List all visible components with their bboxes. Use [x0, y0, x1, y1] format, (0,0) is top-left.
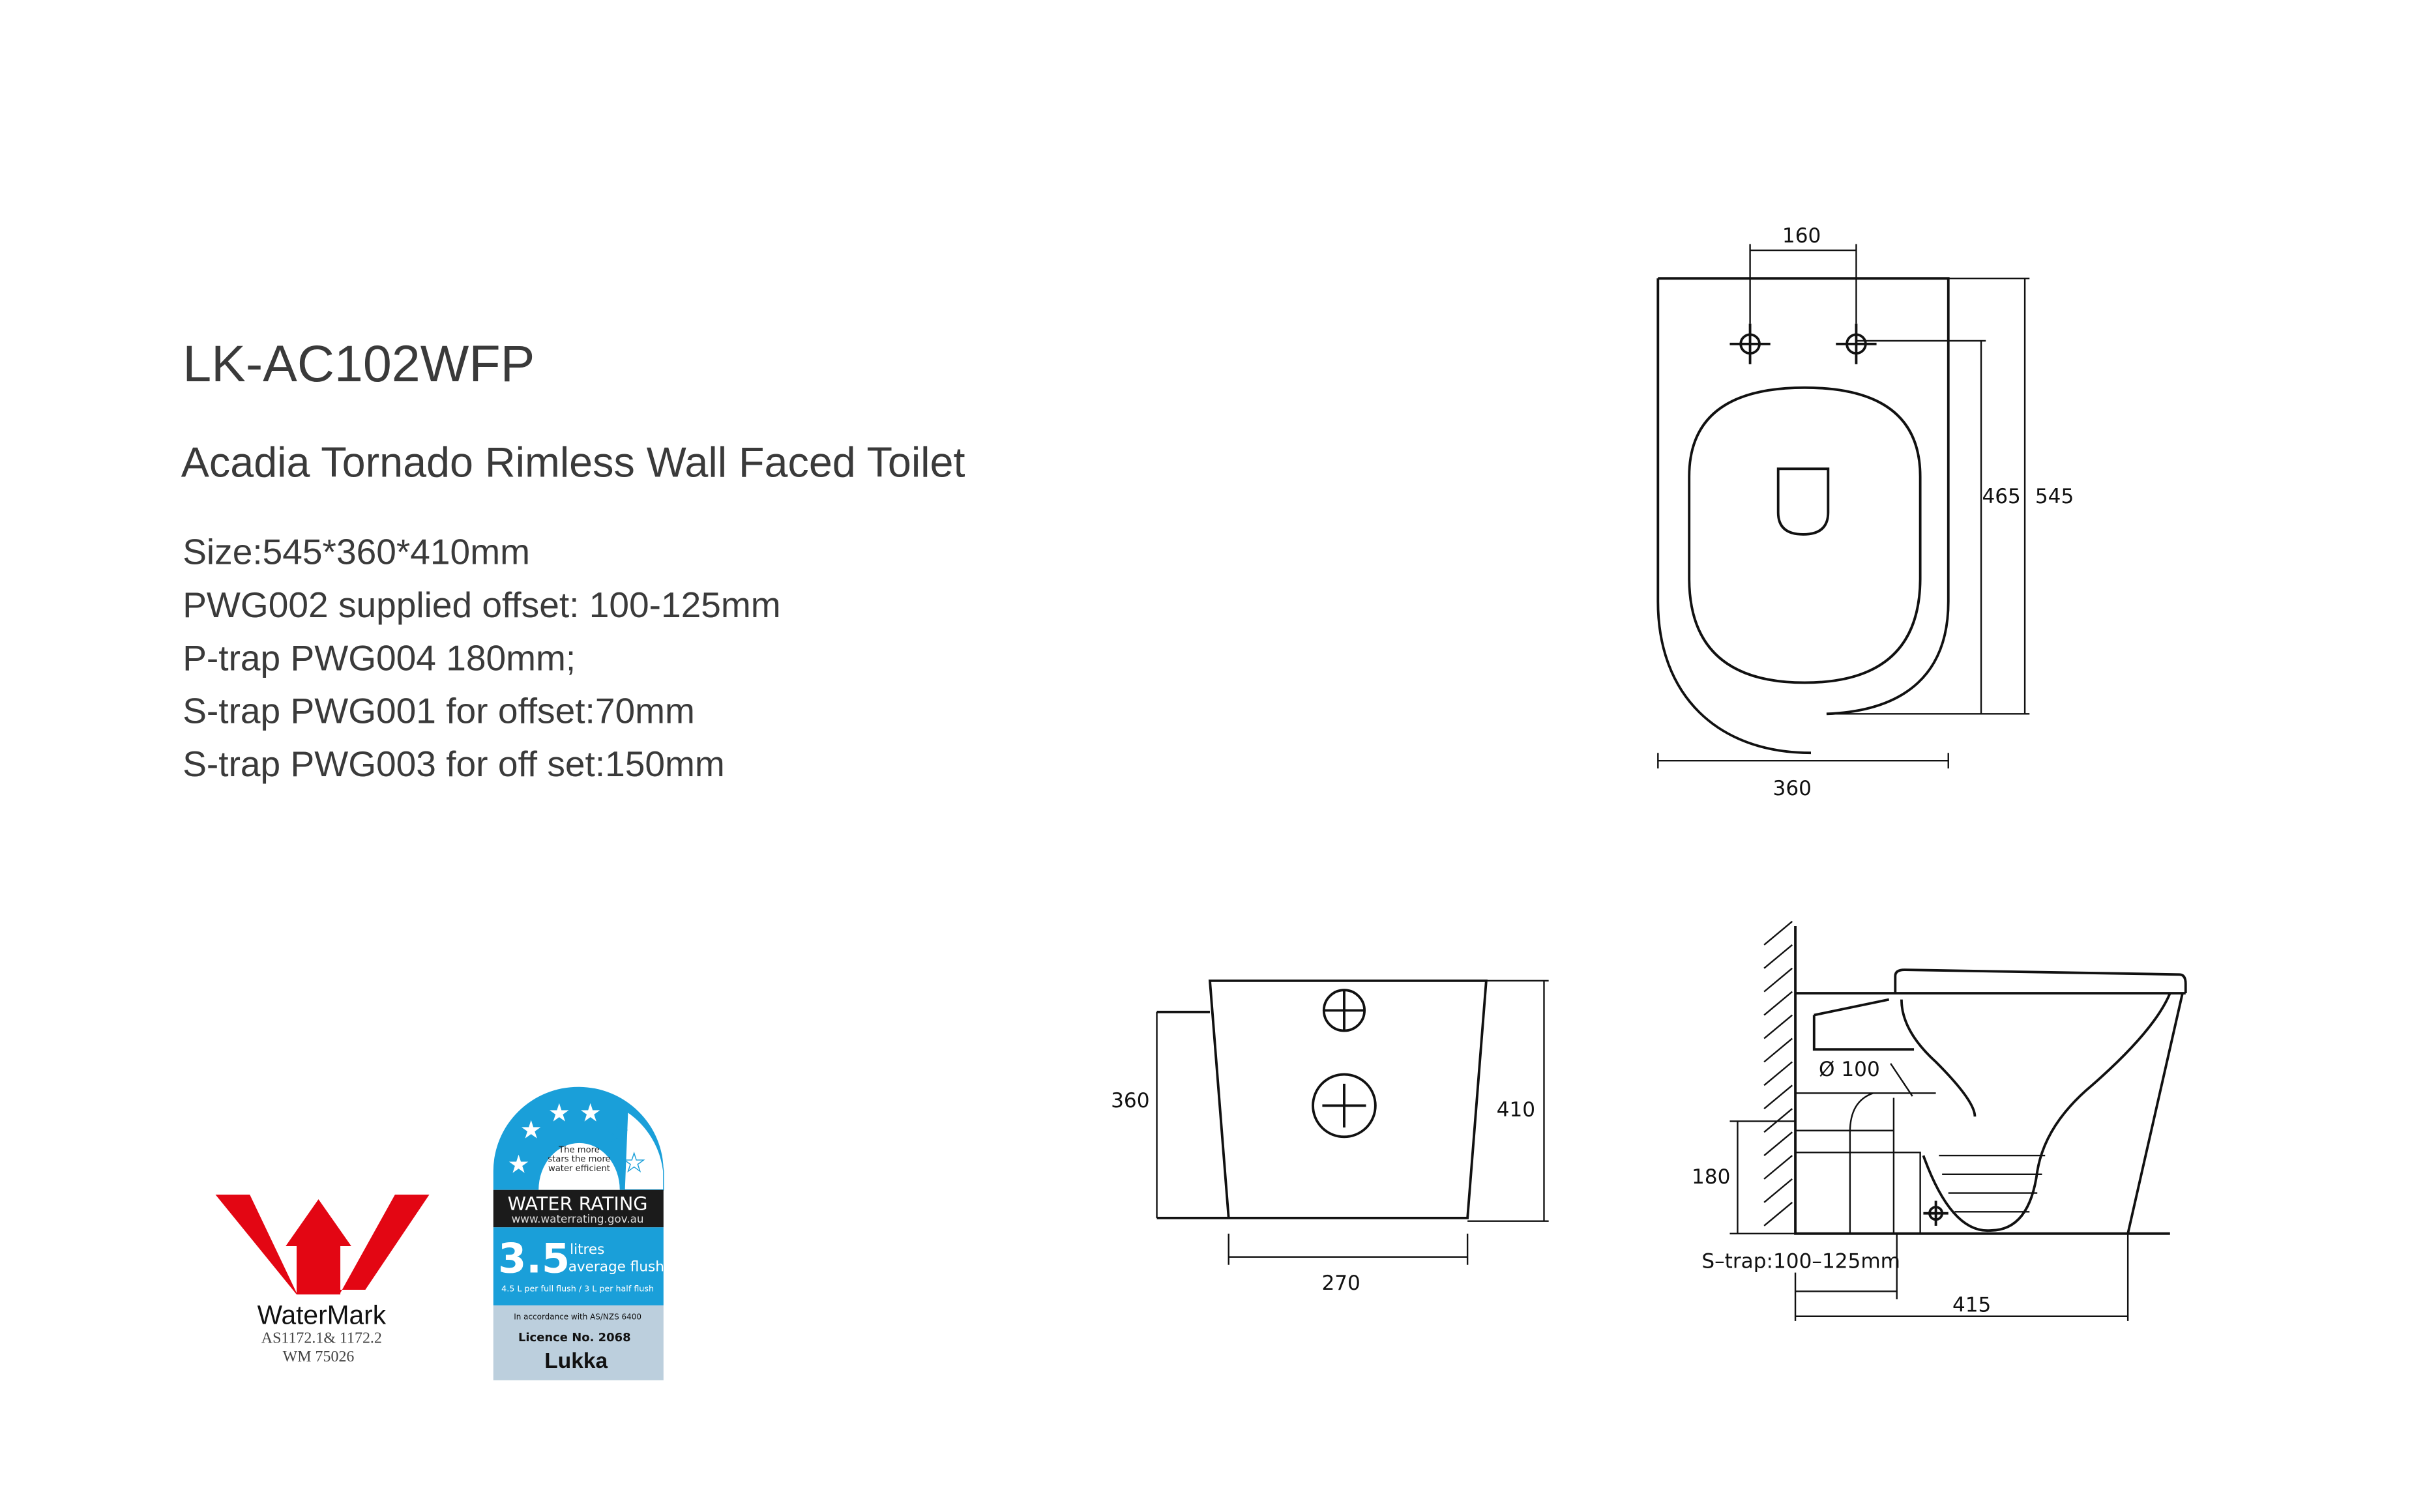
dim-410: 410 [1497, 1098, 1535, 1122]
dim-415: 415 [1952, 1294, 1991, 1317]
dim-360-front: 360 [1111, 1089, 1149, 1112]
crosshair-icon [1729, 323, 1771, 364]
rating-url[interactable]: www.waterrating.gov.au [512, 1212, 644, 1225]
crosshair-icon [1836, 323, 1877, 364]
side-view-drawing: Ø 100 180 S–trap:100–125mm 415 [1692, 920, 2187, 1321]
dim-pipe-diameter: Ø 100 [1819, 1058, 1880, 1081]
svg-text:★: ★ [579, 1098, 601, 1127]
rating-title: WATER RATING [508, 1193, 648, 1215]
watermark-logo: WaterMark AS1172.1& 1172.2 WM 75026 [215, 1194, 430, 1365]
spec-ptrap: P-trap PWG004 180mm; [183, 637, 576, 678]
rating-brand: Lukka [544, 1349, 608, 1373]
rating-unit-desc: average flush [568, 1258, 664, 1275]
rating-detail: 4.5 L per full flush / 3 L per half flus… [501, 1283, 654, 1293]
spec-size: Size:545*360*410mm [183, 531, 530, 572]
svg-text:★: ★ [548, 1098, 570, 1127]
dim-465: 465 [1982, 485, 2020, 508]
crosshair-icon [1923, 1200, 1949, 1226]
svg-text:★: ★ [520, 1116, 542, 1145]
rating-slogan-1: The more [558, 1145, 600, 1155]
inlet-circle-icon [1322, 989, 1366, 1032]
dim-160: 160 [1782, 224, 1821, 248]
product-code: LK-AC102WFP [183, 334, 535, 392]
spec-strap-150: S-trap PWG003 for off set:150mm [183, 744, 725, 784]
front-view-drawing: 360 410 270 [1111, 979, 1549, 1295]
spec-strap-70: S-trap PWG001 for offset:70mm [183, 691, 695, 731]
dim-180: 180 [1692, 1165, 1730, 1189]
dim-270: 270 [1321, 1272, 1360, 1295]
wall-hatch [1763, 920, 1793, 1227]
svg-text:★: ★ [623, 1148, 645, 1178]
rating-unit: litres [570, 1242, 604, 1258]
svg-text:★: ★ [606, 1119, 628, 1148]
dim-strap-offset: S–trap:100–125mm [1701, 1250, 1900, 1273]
rating-slogan-3: water efficient [548, 1164, 610, 1174]
dim-545: 545 [2035, 485, 2074, 508]
spec-offset: PWG002 supplied offset: 100-125mm [183, 585, 780, 625]
top-view-drawing: 160 465 545 360 [1656, 224, 2074, 800]
star-icons: ★★★★ ★ ★ [507, 1098, 645, 1179]
rating-value: 3.5 [498, 1235, 570, 1283]
rating-licence: Licence No. 2068 [518, 1331, 631, 1345]
svg-text:★: ★ [507, 1150, 529, 1179]
rating-standard: In accordance with AS/NZS 6400 [514, 1313, 641, 1322]
watermark-standard: AS1172.1& 1172.2 [261, 1330, 382, 1346]
water-rating-label: ★★★★ ★ ★ The more stars the more water e… [493, 1086, 664, 1380]
watermark-licence: WM 75026 [283, 1348, 355, 1365]
outlet-circle-icon [1312, 1073, 1377, 1139]
product-name: Acadia Tornado Rimless Wall Faced Toilet [181, 438, 965, 486]
dim-360-top: 360 [1773, 777, 1812, 800]
watermark-label: WaterMark [257, 1300, 387, 1330]
spec-list: Size:545*360*410mm PWG002 supplied offse… [183, 531, 780, 784]
rating-slogan-2: stars the more [548, 1155, 610, 1165]
watermark-w-icon [215, 1194, 430, 1295]
